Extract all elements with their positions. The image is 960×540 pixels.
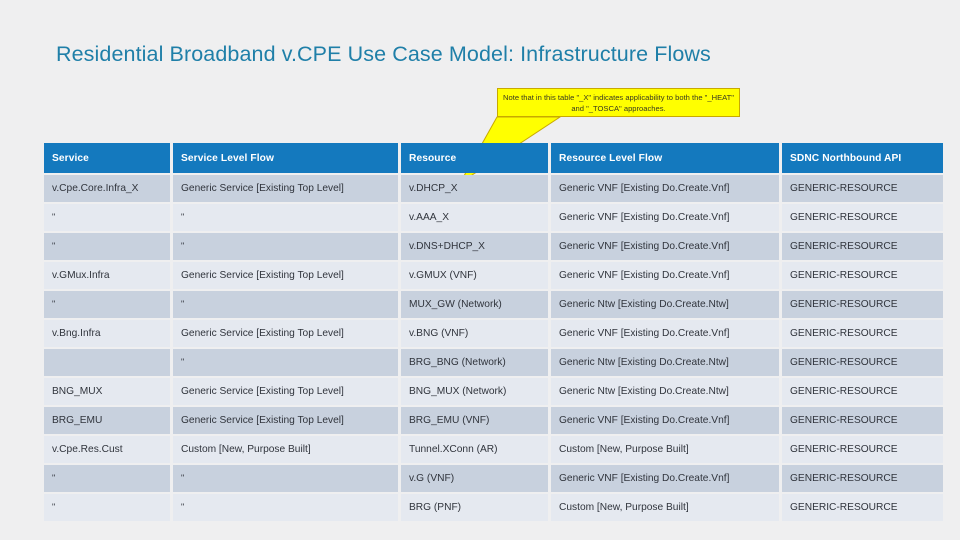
cell-service-level-flow: Generic Service [Existing Top Level] bbox=[173, 175, 398, 202]
cell-resource: v.AAA_X bbox=[401, 204, 548, 231]
cell-service-level-flow: " bbox=[173, 494, 398, 521]
ditto-mark: " bbox=[52, 502, 56, 512]
cell-sdnc-northbound-api: GENERIC-RESOURCE bbox=[782, 320, 943, 347]
cell-resource: BRG_EMU (VNF) bbox=[401, 407, 548, 434]
cell-resource: BRG (PNF) bbox=[401, 494, 548, 521]
cell-resource-level-flow: Custom [New, Purpose Built] bbox=[551, 436, 779, 463]
cell-resource: v.DNS+DHCP_X bbox=[401, 233, 548, 260]
cell-resource-level-flow: Generic VNF [Existing Do.Create.Vnf] bbox=[551, 320, 779, 347]
callout-text: Note that in this table "_X" indicates a… bbox=[503, 92, 734, 113]
column-header-sdnc-northbound-api[interactable]: SDNC Northbound API bbox=[782, 143, 943, 173]
cell-resource-level-flow: Generic VNF [Existing Do.Create.Vnf] bbox=[551, 175, 779, 202]
cell-sdnc-northbound-api: GENERIC-RESOURCE bbox=[782, 262, 943, 289]
cell-resource: Tunnel.XConn (AR) bbox=[401, 436, 548, 463]
ditto-mark: " bbox=[181, 241, 185, 251]
cell-service-level-flow: Generic Service [Existing Top Level] bbox=[173, 262, 398, 289]
table-row[interactable]: " BRG_BNG (Network)Generic Ntw [Existing … bbox=[44, 349, 943, 376]
cell-service: " bbox=[44, 291, 170, 318]
cell-service-level-flow: Custom [New, Purpose Built] bbox=[173, 436, 398, 463]
ditto-mark: " bbox=[181, 212, 185, 222]
table-row[interactable]: " " BRG (PNF)Custom [New, Purpose Built]GE… bbox=[44, 494, 943, 521]
ditto-mark: " bbox=[181, 357, 185, 367]
cell-sdnc-northbound-api: GENERIC-RESOURCE bbox=[782, 436, 943, 463]
cell-resource-level-flow: Generic VNF [Existing Do.Create.Vnf] bbox=[551, 233, 779, 260]
cell-sdnc-northbound-api: GENERIC-RESOURCE bbox=[782, 407, 943, 434]
cell-resource: v.G (VNF) bbox=[401, 465, 548, 492]
cell-sdnc-northbound-api: GENERIC-RESOURCE bbox=[782, 378, 943, 405]
table-header-row: Service Service Level Flow Resource Reso… bbox=[44, 143, 943, 173]
ditto-mark: " bbox=[52, 473, 56, 483]
ditto-mark: " bbox=[52, 212, 56, 222]
column-header-resource-level-flow[interactable]: Resource Level Flow bbox=[551, 143, 779, 173]
cell-service: " bbox=[44, 204, 170, 231]
ditto-mark: " bbox=[181, 299, 185, 309]
ditto-mark: " bbox=[181, 502, 185, 512]
cell-resource: BNG_MUX (Network) bbox=[401, 378, 548, 405]
cell-service-level-flow: Generic Service [Existing Top Level] bbox=[173, 320, 398, 347]
cell-sdnc-northbound-api: GENERIC-RESOURCE bbox=[782, 465, 943, 492]
cell-resource: v.DHCP_X bbox=[401, 175, 548, 202]
cell-sdnc-northbound-api: GENERIC-RESOURCE bbox=[782, 494, 943, 521]
cell-resource-level-flow: Generic VNF [Existing Do.Create.Vnf] bbox=[551, 204, 779, 231]
infrastructure-flows-table: Service Service Level Flow Resource Reso… bbox=[41, 141, 946, 523]
cell-resource: BRG_BNG (Network) bbox=[401, 349, 548, 376]
cell-service: " bbox=[44, 233, 170, 260]
cell-resource: v.BNG (VNF) bbox=[401, 320, 548, 347]
callout-box: Note that in this table "_X" indicates a… bbox=[497, 88, 740, 117]
cell-sdnc-northbound-api: GENERIC-RESOURCE bbox=[782, 291, 943, 318]
cell-service-level-flow: " bbox=[173, 465, 398, 492]
cell-service-level-flow: " bbox=[173, 349, 398, 376]
cell-service: v.Cpe.Res.Cust bbox=[44, 436, 170, 463]
cell-service-level-flow: Generic Service [Existing Top Level] bbox=[173, 407, 398, 434]
cell-resource-level-flow: Generic VNF [Existing Do.Create.Vnf] bbox=[551, 262, 779, 289]
cell-resource-level-flow: Generic Ntw [Existing Do.Create.Ntw] bbox=[551, 291, 779, 318]
column-header-resource[interactable]: Resource bbox=[401, 143, 548, 173]
cell-service-level-flow: " bbox=[173, 291, 398, 318]
cell-resource-level-flow: Generic Ntw [Existing Do.Create.Ntw] bbox=[551, 378, 779, 405]
cell-service-level-flow: " bbox=[173, 204, 398, 231]
ditto-mark: " bbox=[181, 473, 185, 483]
cell-resource-level-flow: Generic VNF [Existing Do.Create.Vnf] bbox=[551, 465, 779, 492]
column-header-service-level-flow[interactable]: Service Level Flow bbox=[173, 143, 398, 173]
table-row[interactable]: " " v.G (VNF)Generic VNF [Existing Do.Crea… bbox=[44, 465, 943, 492]
column-header-service[interactable]: Service bbox=[44, 143, 170, 173]
page-title: Residential Broadband v.CPE Use Case Mod… bbox=[56, 42, 711, 66]
cell-service: v.Bng.Infra bbox=[44, 320, 170, 347]
cell-service-level-flow: " bbox=[173, 233, 398, 260]
cell-service: v.Cpe.Core.Infra_X bbox=[44, 175, 170, 202]
cell-service: BRG_EMU bbox=[44, 407, 170, 434]
table-row[interactable]: " " MUX_GW (Network)Generic Ntw [Existing … bbox=[44, 291, 943, 318]
cell-resource-level-flow: Custom [New, Purpose Built] bbox=[551, 494, 779, 521]
cell-service: BNG_MUX bbox=[44, 378, 170, 405]
cell-service bbox=[44, 349, 170, 376]
cell-sdnc-northbound-api: GENERIC-RESOURCE bbox=[782, 233, 943, 260]
cell-service: v.GMux.Infra bbox=[44, 262, 170, 289]
cell-service: " bbox=[44, 465, 170, 492]
cell-resource-level-flow: Generic VNF [Existing Do.Create.Vnf] bbox=[551, 407, 779, 434]
cell-sdnc-northbound-api: GENERIC-RESOURCE bbox=[782, 349, 943, 376]
cell-service-level-flow: Generic Service [Existing Top Level] bbox=[173, 378, 398, 405]
cell-resource: MUX_GW (Network) bbox=[401, 291, 548, 318]
cell-sdnc-northbound-api: GENERIC-RESOURCE bbox=[782, 204, 943, 231]
cell-resource: v.GMUX (VNF) bbox=[401, 262, 548, 289]
cell-service: " bbox=[44, 494, 170, 521]
ditto-mark: " bbox=[52, 241, 56, 251]
cell-resource-level-flow: Generic Ntw [Existing Do.Create.Ntw] bbox=[551, 349, 779, 376]
cell-sdnc-northbound-api: GENERIC-RESOURCE bbox=[782, 175, 943, 202]
ditto-mark: " bbox=[52, 299, 56, 309]
